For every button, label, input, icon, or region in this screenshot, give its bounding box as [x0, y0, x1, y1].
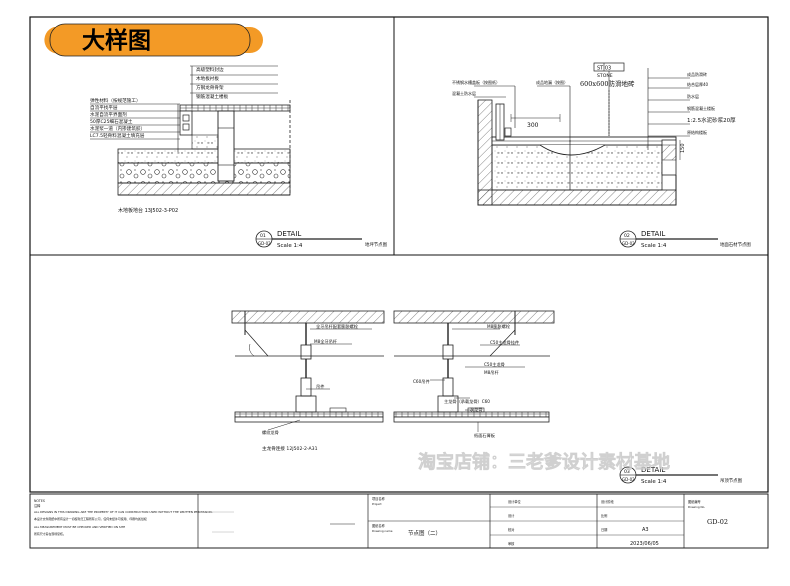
detail-3-label-b3: C50主龙骨 [484, 361, 505, 368]
detail-2-drawing [474, 62, 690, 206]
note-3: ALL MEASUREMENT MUST BE CHECKED AND VERI… [34, 525, 125, 529]
note-2: 本设计文件图纸中所有设计一切权利归工程所有公司，任何未经许可使用、印刷均属侵权 [34, 516, 147, 521]
detail-1-sheet: GD-02 [258, 241, 271, 246]
project-label: 项目名称 [372, 496, 386, 501]
detail-2-label-r6: 原结构楼板 [687, 129, 707, 135]
detail-1-label-l2: 自流平找平层 [90, 104, 118, 111]
detail-1-title: DETAIL [277, 230, 301, 238]
detail-2-title: DETAIL [641, 230, 665, 238]
detail-2-label-l1: 不锈钢水槽盖板（按图纸） [452, 79, 500, 85]
drawing-no-label: 图纸编号 [688, 499, 701, 504]
title-block [29, 493, 769, 549]
detail-2-scale: Scale 1:4 [641, 243, 667, 249]
drawing-name-label: 图纸名称 [372, 523, 386, 528]
detail-3-label-b6: 次龙骨 [470, 406, 483, 413]
detail-3-scale: Scale 1:4 [641, 479, 667, 485]
detail-2-label-r2: 结合层厚40 [687, 81, 709, 87]
detail-2-label-r1: 成品防滑砖 [687, 71, 707, 77]
detail-2-sheet: GD-02 [622, 241, 635, 246]
detail-2-dim-150: 150 [680, 143, 686, 153]
detail-3-label-b5: 主龙骨（承载龙骨）C60 [444, 398, 490, 405]
detail-3-number: 03 [624, 469, 630, 475]
note-1: ALL DESIGNS IN THIS DRAWING ARE THE PROP… [34, 510, 213, 514]
title-badge-text: 大样图 [82, 27, 151, 54]
detail-2-label-l2: 混凝土防水层 [452, 90, 476, 96]
notes-header: NOTES [34, 499, 45, 503]
detail-3-label-b1: M8膨胀螺栓 [487, 323, 511, 330]
scale-label: 比例 [601, 513, 607, 518]
title-badge-shape [49, 23, 251, 57]
detail-1-label-l1: 弹性材料（按规范施工） [90, 97, 141, 104]
detail-3-sheet: GD-02 [622, 477, 635, 482]
detail-3-drawing [231, 310, 555, 432]
detail-3-label-a1: 全牙吊杆配套膨胀螺栓 [316, 323, 359, 330]
detail-3-caption: 吊顶节点图 [720, 478, 743, 484]
stage-label: 设计阶段 [601, 499, 615, 504]
date-value: 2023/06/05 [630, 541, 659, 547]
detail-3-label-b4: M8吊杆 [484, 369, 499, 376]
detail-2-tile-spec: 600x600防滑地砖 [580, 79, 635, 88]
detail-3-label-b7: 纸面石膏板 [474, 432, 496, 439]
detail-3-label-b2: C50主龙骨挂件 [490, 339, 519, 346]
detail-3-title-block [619, 466, 718, 484]
detail-1-drawing [90, 65, 291, 196]
detail-2-tag-code: ST 03 [597, 66, 611, 72]
date-label: 日期 [601, 527, 607, 532]
detail-2-tag-name: STONE [597, 73, 613, 79]
detail-1-scale: Scale 1:4 [277, 243, 303, 249]
detail-1-label-l3: 水泥自流平界面剂 [90, 111, 127, 118]
detail-3-label-a4: 螺纹龙骨 [262, 429, 279, 436]
drawing-no-value: GD-02 [707, 518, 728, 526]
detail-3-title: DETAIL [641, 466, 665, 474]
notes-header-cn: 注释 [34, 503, 41, 508]
detail-2-caption: 地面石材节点图 [720, 241, 751, 248]
approved-label: 审核 [508, 541, 515, 546]
detail-3-sub-caption: 主龙骨连接 12J502-2-A31 [262, 445, 318, 452]
detail-1-label-r2: 木地板衬板 [196, 75, 219, 82]
designer-label: 设计单位 [508, 499, 522, 504]
detail-1-caption: 地坪节点图 [365, 241, 388, 248]
detail-1-label-l6: LC7.5轻骨料混凝土填充层 [90, 132, 145, 139]
drawn-label: 设计 [508, 513, 515, 518]
detail-1-label-r3: 方钢龙骨骨架 [196, 84, 224, 91]
detail-1-label-l4: 50厚C25细石混凝土 [90, 118, 133, 125]
drawing-name-value: 节点图（二） [408, 529, 441, 537]
detail-1-label-r4: 钢筋混凝土楼板 [196, 93, 229, 100]
detail-1-label-l5: 水泥浆一道（内掺建筑胶） [90, 125, 145, 132]
drawing-name-label-en: Drawing name [372, 529, 393, 533]
detail-1-label-r1: 高级塑料封边 [196, 66, 224, 73]
detail-1-number: 01 [260, 233, 266, 239]
detail-2-label-l3: 成品地漏（按图） [536, 79, 568, 85]
scale-value: A3 [642, 527, 649, 533]
note-4: 所有尺寸需在现场复核。 [34, 531, 66, 536]
drawing-no-label-en: Drawing No. [688, 505, 705, 509]
detail-3-label-b8: C60吊件 [413, 378, 430, 385]
detail-1-sub-caption: 木地板地台 13J502-3-P02 [118, 207, 178, 214]
detail-1-title-block [255, 230, 362, 248]
detail-2-number: 02 [624, 233, 630, 239]
detail-3-label-a3: 吊件 [316, 383, 324, 390]
detail-2-mortar-spec: 1:2.5水泥砂浆20厚 [687, 116, 736, 124]
project-label-en: Project [372, 502, 382, 506]
detail-2-title-block [619, 230, 718, 248]
detail-2-label-r4: 钢筋混凝土楼板 [687, 105, 715, 111]
detail-3-label-a2: M8全牙吊杆 [314, 338, 338, 345]
detail-2-dim-300: 300 [527, 122, 539, 129]
checked-label: 校对 [508, 527, 515, 532]
watermark-text: 淘宝店铺：三老爹设计素材基地 [418, 451, 670, 473]
detail-2-label-r3: 防水层 [687, 93, 699, 99]
